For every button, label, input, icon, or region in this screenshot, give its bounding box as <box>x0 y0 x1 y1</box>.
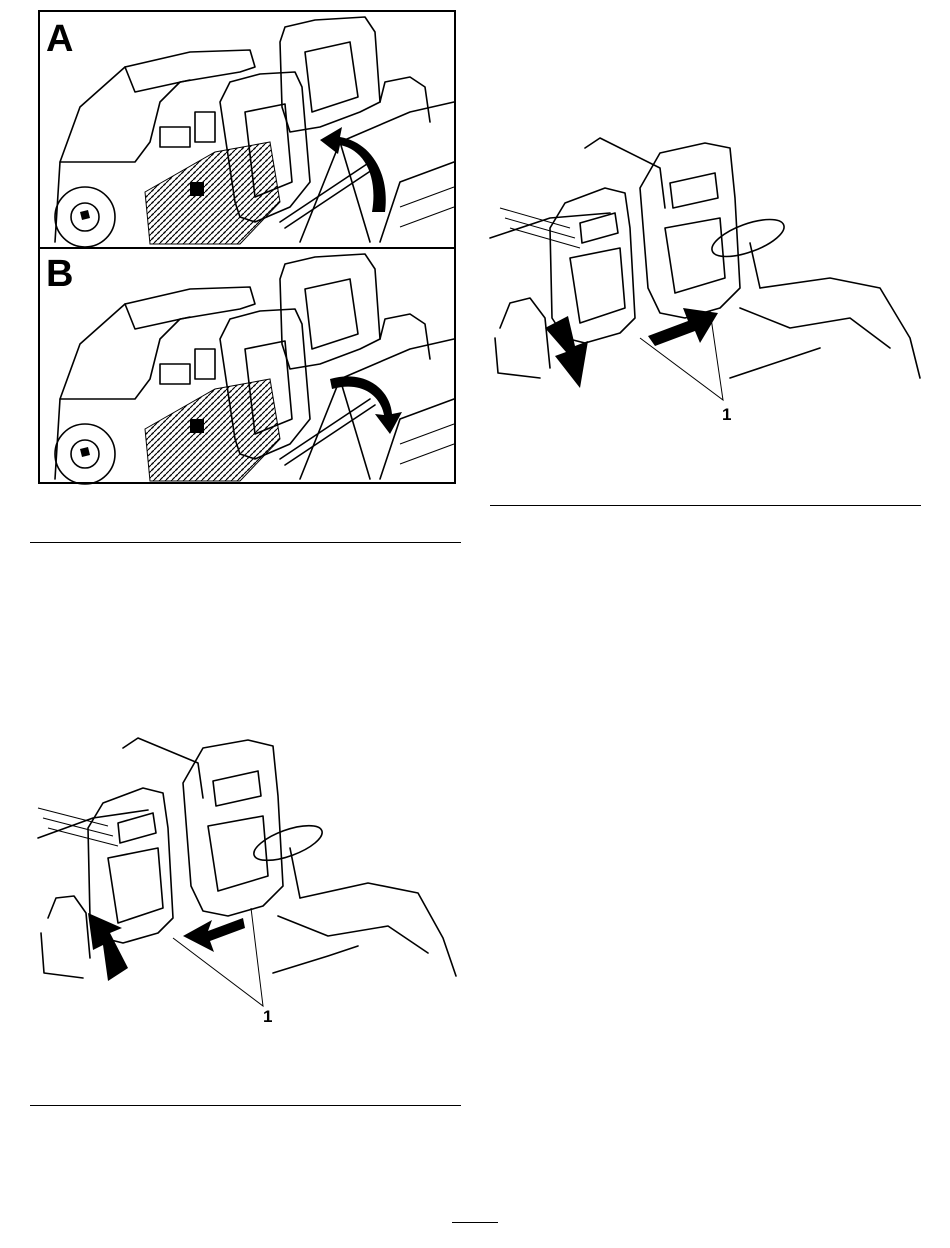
figure-seat-fold-panels: A B <box>38 10 456 484</box>
divider-rule-left-bottom <box>30 1105 461 1106</box>
panel-a-illustration <box>40 12 454 244</box>
figure-seat-slide-out <box>490 138 930 438</box>
figure-seat-slide-in <box>38 738 458 988</box>
callout-1-bottom: 1 <box>263 1008 272 1025</box>
panel-b-illustration <box>40 249 454 481</box>
divider-rule-left-top <box>30 542 461 543</box>
page-footer-rule <box>452 1222 498 1223</box>
divider-rule-right <box>490 505 921 506</box>
callout-1-right: 1 <box>722 406 731 423</box>
